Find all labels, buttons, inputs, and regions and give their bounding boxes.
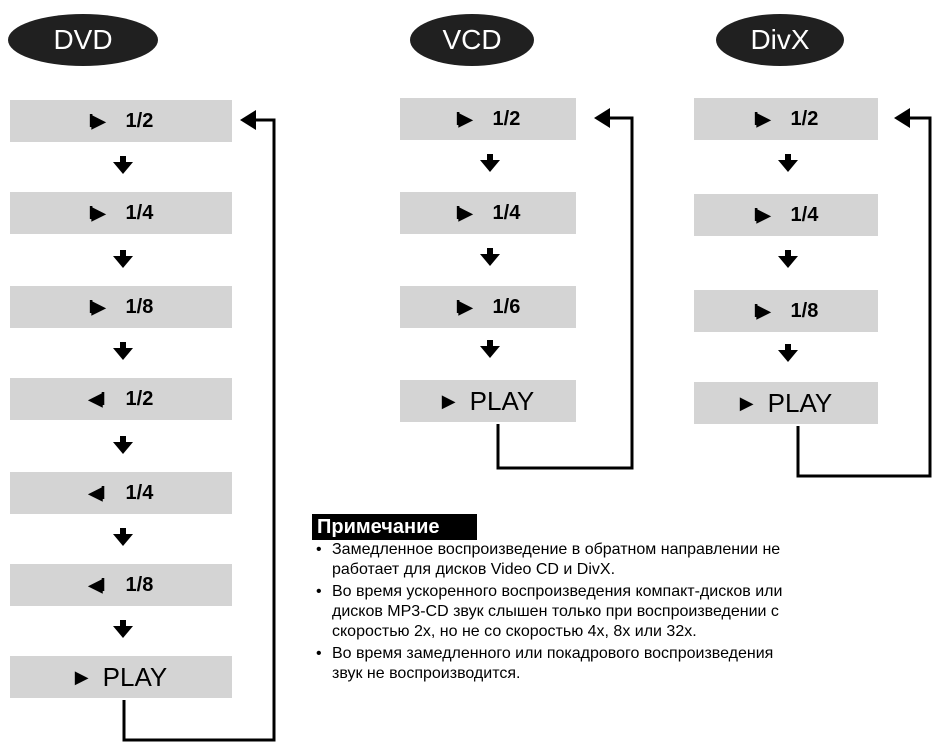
dvd-step: ◀I 1/2 [10, 378, 232, 420]
arrow-down-icon [480, 340, 500, 358]
vcd-loop-arrowhead-icon [594, 108, 610, 128]
divx-step-play: ▶ PLAY [694, 382, 878, 424]
arrow-down-icon [480, 154, 500, 172]
note-item: Во время замедленного или покадрового во… [312, 644, 939, 684]
frame-reverse-icon: ◀I [88, 482, 106, 503]
arrow-down-icon [113, 156, 133, 174]
play-icon: ▶ [739, 392, 754, 413]
divx-header: DivX [716, 14, 844, 66]
arrow-down-icon [480, 248, 500, 266]
arrow-down-icon [778, 250, 798, 268]
step-label: 1/2 [492, 107, 521, 130]
frame-reverse-icon: ◀I [88, 574, 106, 595]
play-icon: ▶ [74, 666, 89, 687]
note-line: Замедленное воспроизведение в обратном н… [332, 541, 781, 558]
play-icon: ▶ [441, 390, 456, 411]
arrow-down-icon [778, 154, 798, 172]
step-label: PLAY [469, 385, 535, 416]
note-item: Замедленное воспроизведение в обратном н… [312, 540, 939, 580]
step-label: 1/4 [492, 201, 521, 224]
dvd-loop-arrowhead-icon [240, 110, 256, 130]
step-label: 1/6 [492, 295, 521, 318]
divx-step: I▶ 1/2 [694, 98, 878, 140]
step-label: PLAY [102, 661, 168, 692]
vcd-step-play: ▶ PLAY [400, 380, 576, 422]
frame-forward-icon: I▶ [753, 204, 771, 225]
step-label: 1/8 [125, 295, 154, 318]
divx-step: I▶ 1/8 [694, 290, 878, 332]
step-label: 1/2 [790, 107, 819, 130]
note-line: работает для дисков Video CD и DivX. [332, 561, 616, 578]
frame-forward-icon: I▶ [88, 296, 106, 317]
step-label: 1/2 [125, 109, 154, 132]
note-title: Примечание [312, 514, 477, 540]
arrow-down-icon [113, 436, 133, 454]
vcd-step: I▶ 1/4 [400, 192, 576, 234]
note-item: Во время ускоренного воспроизведения ком… [312, 582, 939, 642]
arrow-down-icon [113, 620, 133, 638]
divx-step: I▶ 1/4 [694, 194, 878, 236]
step-label: PLAY [767, 387, 833, 418]
note-line: звук не воспроизводится. [332, 665, 521, 682]
arrow-down-icon [113, 342, 133, 360]
arrow-down-icon [778, 344, 798, 362]
note-list: Замедленное воспроизведение в обратном н… [312, 540, 939, 686]
note-line: Во время ускоренного воспроизведения ком… [332, 583, 783, 600]
step-label: 1/8 [125, 573, 154, 596]
dvd-step: I▶ 1/4 [10, 192, 232, 234]
divx-loop-arrowhead-icon [894, 108, 910, 128]
divx-loop-line [796, 116, 932, 478]
frame-forward-icon: I▶ [88, 110, 106, 131]
step-label: 1/2 [125, 387, 154, 410]
dvd-header: DVD [8, 14, 158, 66]
arrow-down-icon [113, 250, 133, 268]
dvd-step: I▶ 1/8 [10, 286, 232, 328]
frame-forward-icon: I▶ [455, 108, 473, 129]
step-label: 1/4 [125, 201, 154, 224]
dvd-step-play: ▶ PLAY [10, 656, 232, 698]
vcd-step: I▶ 1/2 [400, 98, 576, 140]
frame-forward-icon: I▶ [753, 300, 771, 321]
dvd-loop-line [122, 118, 276, 742]
frame-forward-icon: I▶ [455, 296, 473, 317]
note-line: дисков MP3-CD звук слышен только при вос… [332, 603, 779, 620]
note-line: скоростью 2x, но не со скоростью 4x, 8x … [332, 623, 697, 640]
vcd-step: I▶ 1/6 [400, 286, 576, 328]
frame-forward-icon: I▶ [753, 108, 771, 129]
frame-forward-icon: I▶ [455, 202, 473, 223]
vcd-header: VCD [410, 14, 534, 66]
step-label: 1/4 [125, 481, 154, 504]
dvd-step: ◀I 1/4 [10, 472, 232, 514]
arrow-down-icon [113, 528, 133, 546]
step-label: 1/4 [790, 203, 819, 226]
frame-reverse-icon: ◀I [88, 388, 106, 409]
frame-forward-icon: I▶ [88, 202, 106, 223]
step-label: 1/8 [790, 299, 819, 322]
dvd-step: I▶ 1/2 [10, 100, 232, 142]
vcd-loop-line [496, 116, 634, 470]
dvd-step: ◀I 1/8 [10, 564, 232, 606]
note-line: Во время замедленного или покадрового во… [332, 645, 774, 662]
